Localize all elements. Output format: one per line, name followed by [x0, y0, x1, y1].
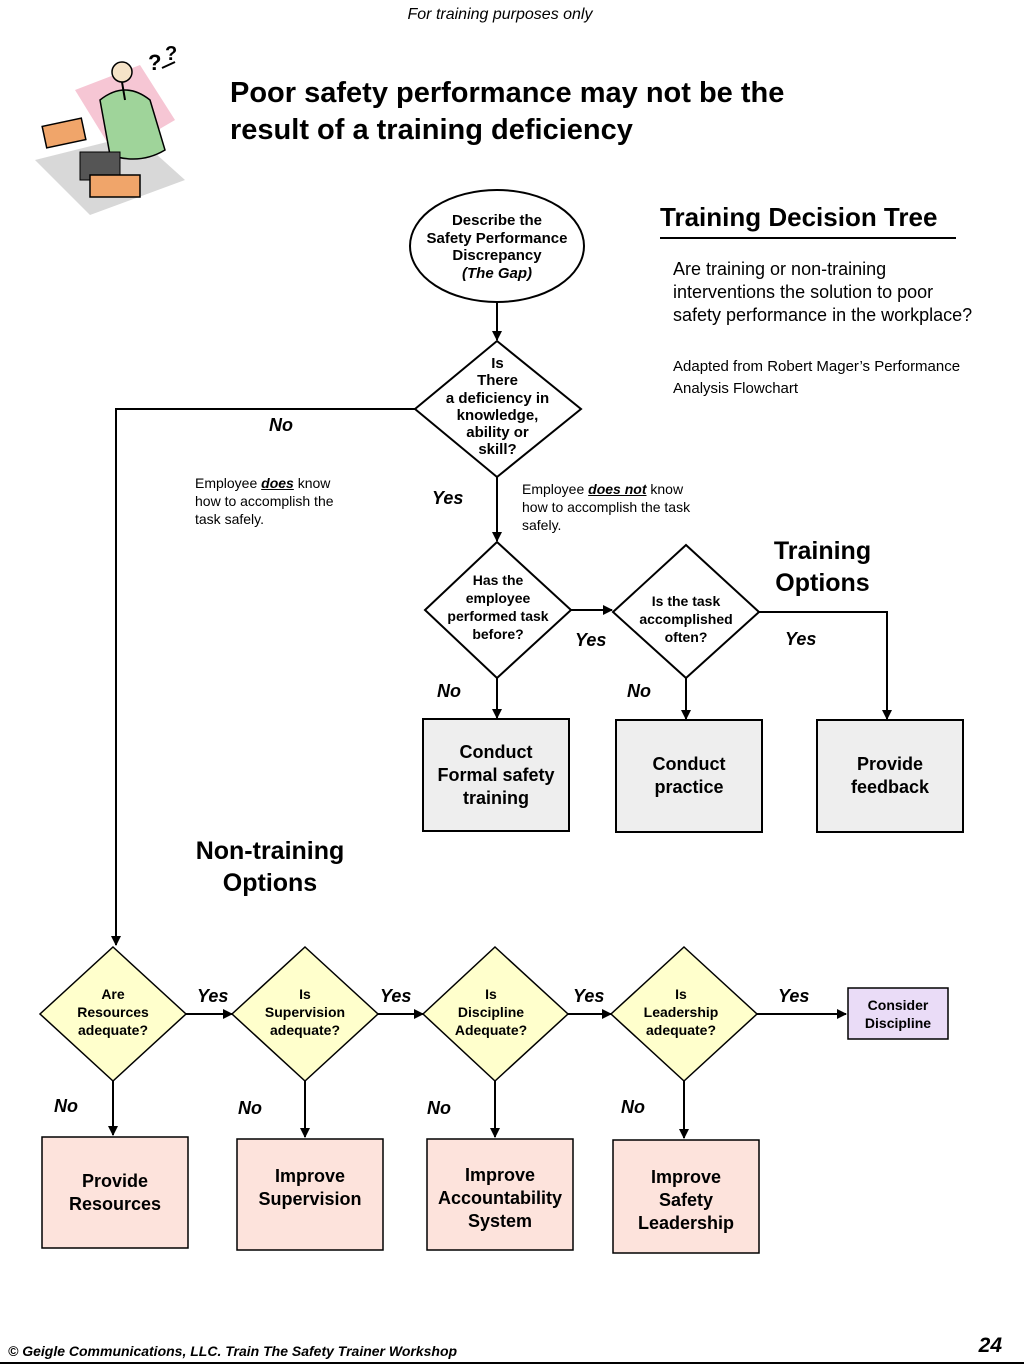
edge-label-no-deficiency: No: [269, 415, 293, 435]
non-training-options-title: Non-training Options: [195, 837, 345, 897]
deficiency-node-text: Is There a deficiency in knowledge, abil…: [445, 355, 550, 459]
improve-supervision-text: Improve Supervision: [258, 1165, 362, 1209]
performed-node-text: Has the employee performed task before?: [447, 572, 549, 642]
provide-resources-box: [41, 1136, 189, 1249]
practice-box: [615, 719, 763, 833]
practice-text: Conduct practice: [652, 754, 726, 797]
supervision-q-text: Is Supervision adequate?: [264, 986, 346, 1038]
svg-text:?: ?: [148, 50, 161, 75]
edge-label-yes-supervision: Yes: [380, 986, 412, 1006]
provide-resources-text: Provide Resources: [68, 1170, 162, 1214]
edge-label-yes-discipline: Yes: [573, 986, 605, 1006]
formal-training-text: Conduct Formal safety training: [437, 741, 555, 808]
edge-label-yes-often: Yes: [785, 629, 817, 649]
tree-title: Training Decision Tree: [660, 202, 938, 232]
edge-label-yes-resources: Yes: [197, 986, 229, 1006]
confused-worker-illustration: ? ?: [35, 43, 185, 215]
resources-q-text: Are Resources adequate?: [77, 986, 149, 1038]
discipline-q-text: Is Discipline Adequate?: [454, 986, 528, 1038]
edge-label-no-often: No: [627, 681, 651, 701]
improve-accountability-text: Improve Accountability System: [437, 1165, 562, 1231]
leadership-q-text: Is Leadership adequate?: [643, 986, 719, 1038]
footer-copyright: © Geigle Communications, LLC. Train The …: [8, 1343, 458, 1359]
edge-label-no-performed: No: [437, 681, 461, 701]
discipline-diamond: [421, 945, 570, 1083]
training-options-title: Training Options: [773, 537, 872, 597]
start-node-text: Describe the Safety Performance Discrepa…: [426, 212, 568, 282]
formal-training-box: [422, 718, 570, 832]
leadership-diamond: [609, 945, 759, 1083]
edge-label-no-leadership: No: [621, 1097, 645, 1117]
consider-discipline-box: [847, 987, 949, 1040]
performed-diamond: [423, 540, 573, 680]
edge-label-no-resources: No: [54, 1096, 78, 1116]
page-title: Poor safety performance may not be the r…: [230, 77, 785, 146]
page-number: 24: [978, 1334, 1002, 1357]
resources-diamond: [38, 945, 188, 1083]
often-node-text: Is the task accomplished often?: [639, 593, 733, 645]
edge-label-no-supervision: No: [238, 1098, 262, 1118]
often-diamond: [611, 543, 761, 680]
edge-label-yes-deficiency: Yes: [432, 488, 464, 508]
note-employee-knows: Employee does know how to accomplish the…: [195, 475, 334, 527]
footer-rule: [0, 1362, 1024, 1364]
edge-label-yes-leadership: Yes: [778, 986, 810, 1006]
improve-leadership-box: [612, 1139, 760, 1254]
supervision-diamond: [230, 945, 380, 1083]
note-employee-not-knows: Employee does not know how to accomplish…: [522, 481, 691, 533]
deficiency-diamond: [413, 339, 583, 479]
feedback-text: Provide feedback: [850, 754, 930, 797]
tree-title-underline: [660, 237, 956, 239]
edge-label-no-discipline: No: [427, 1098, 451, 1118]
improve-leadership-text: Improve Safety Leadership: [637, 1167, 735, 1233]
improve-supervision-box: [236, 1138, 384, 1251]
tree-credit: Adapted from Robert Mager’s Performance …: [673, 358, 961, 397]
tree-question: Are training or non-training interventio…: [673, 259, 973, 325]
improve-accountability-box: [426, 1138, 574, 1251]
svg-text:?: ?: [165, 43, 177, 65]
consider-discipline-text: Consider Discipline: [864, 996, 932, 1031]
header-note: For training purposes only: [407, 6, 593, 23]
edge-label-yes-performed: Yes: [575, 630, 607, 650]
feedback-box: [816, 719, 964, 833]
